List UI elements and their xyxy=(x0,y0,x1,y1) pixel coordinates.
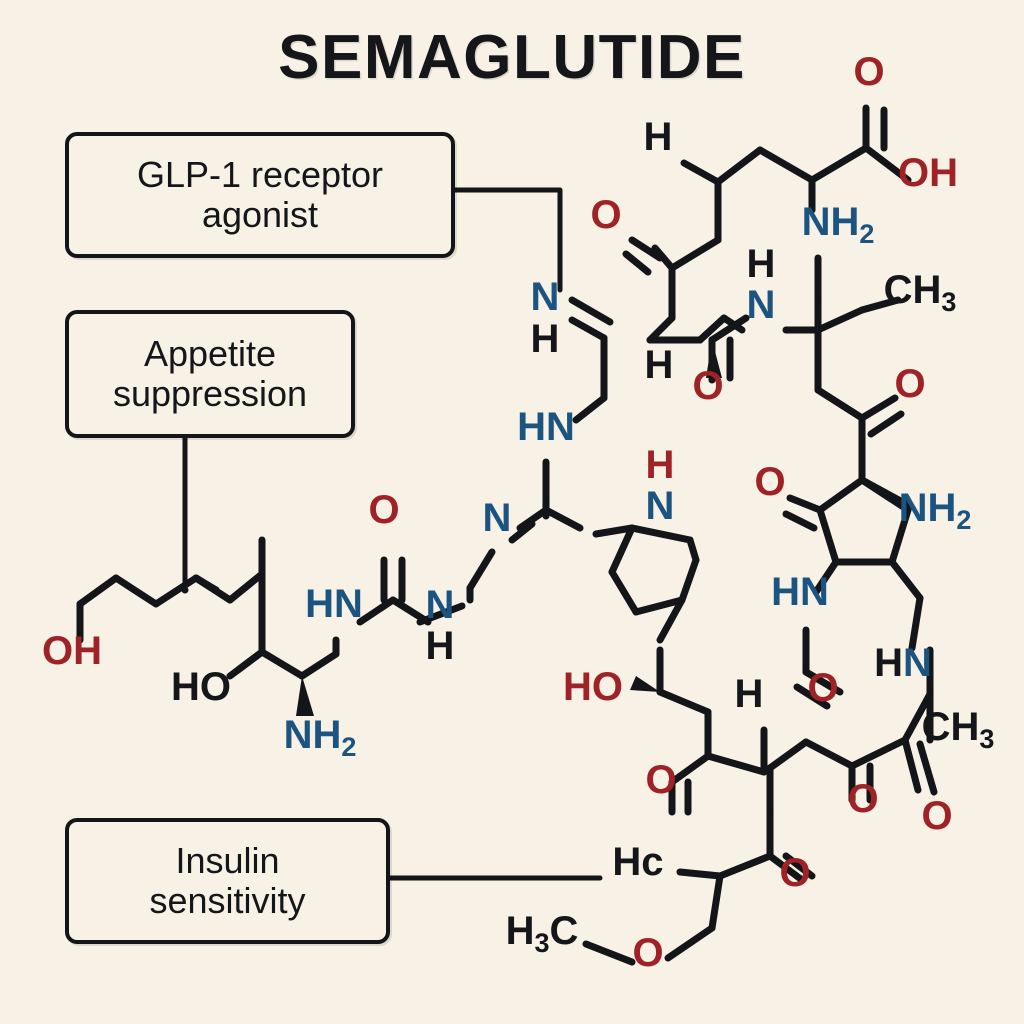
atom-label-NH2-26: NH2 xyxy=(284,713,357,762)
atom-label-O-13: O xyxy=(894,362,925,406)
callout-appetite-suppression[interactable]: Appetite suppression xyxy=(65,310,355,438)
atom-label-O-4: O xyxy=(590,193,621,237)
atom-label-O-30: O xyxy=(807,666,838,710)
atom-label-H-14: H xyxy=(646,443,675,487)
atom-label-H-7: H xyxy=(645,343,674,387)
atom-label-H3C-37: H3C xyxy=(506,909,579,958)
callout-insulin-line1: Insulin xyxy=(175,839,280,881)
page-title: SEMAGLUTIDE xyxy=(278,23,746,92)
callout-insulin-line2: sensitivity xyxy=(149,880,306,921)
atom-label-H-28: H xyxy=(735,672,764,716)
atom-label-HN-29: HN xyxy=(874,641,932,685)
atom-label-H-22: H xyxy=(426,624,455,668)
atom-label-O-19: O xyxy=(368,488,399,532)
atom-label-NH2-17: NH2 xyxy=(899,486,972,535)
atom-label-H-9: H xyxy=(747,242,776,286)
atom-label-N-18: N xyxy=(483,496,512,540)
callout-appetite-line1: Appetite xyxy=(143,332,277,374)
atom-label-Hc-35: Hc xyxy=(612,840,663,884)
atom-label-HN-20: HN xyxy=(305,582,363,626)
atom-label-O-34: O xyxy=(921,794,952,838)
stereo-wedges xyxy=(296,340,722,716)
atom-label-O-10: O xyxy=(692,364,723,408)
callout-glp1-line1: GLP-1 receptor xyxy=(136,153,384,195)
atom-label-HN-12: HN xyxy=(517,405,575,449)
atom-label-HO-25: HO xyxy=(171,665,231,709)
atom-label-N-5: N xyxy=(531,275,560,319)
callout-appetite-line2: suppression xyxy=(112,373,308,414)
atom-label-O-33: O xyxy=(847,777,878,821)
atom-label-HO-27: HO xyxy=(563,665,623,709)
atom-label-H-6: H xyxy=(531,317,560,361)
atom-label-N-8: N xyxy=(747,283,776,327)
callout-insulin-sensitivity[interactable]: Insulin sensitivity xyxy=(65,818,390,944)
connector-glp1 xyxy=(452,187,563,293)
atom-label-O-36: O xyxy=(779,851,810,895)
callout-glp1-receptor-agonist[interactable]: GLP-1 receptor agonist xyxy=(65,132,455,258)
atom-label-CH3-11: CH3 xyxy=(884,268,957,317)
atom-label-N-21: N xyxy=(426,583,455,627)
atom-label-O-16: O xyxy=(754,460,785,504)
atom-label-O-32: O xyxy=(645,758,676,802)
callout-glp1-line2: agonist xyxy=(201,194,319,235)
atom-label-HN-23: HN xyxy=(771,570,829,614)
atom-label-OH-2: OH xyxy=(898,151,958,195)
atom-label-OH-24: OH xyxy=(42,629,102,673)
atom-label-O-38: O xyxy=(632,931,663,975)
atom-label-NH2-3: NH2 xyxy=(802,200,875,249)
atom-label-O-1: O xyxy=(853,50,884,94)
atom-label-CH3-31: CH3 xyxy=(922,705,995,754)
atom-label-N-15: N xyxy=(646,484,675,528)
atom-label-H-0: H xyxy=(644,115,673,159)
